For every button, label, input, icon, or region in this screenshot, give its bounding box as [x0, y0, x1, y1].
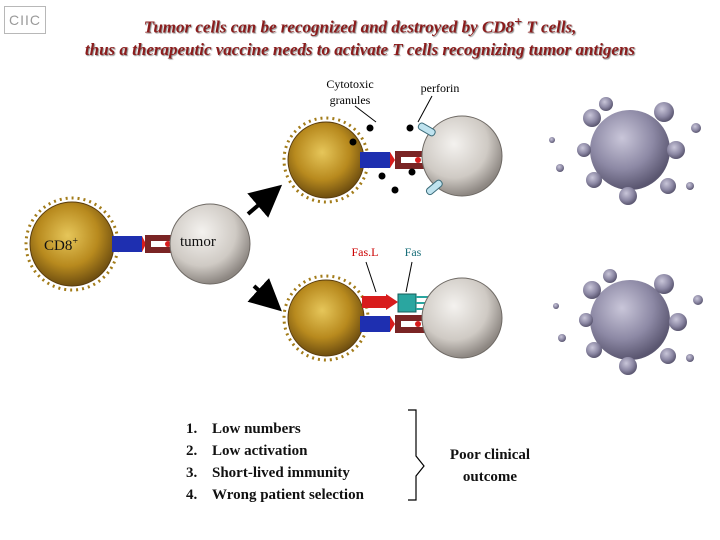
list-number: 3. [186, 465, 198, 481]
cd8-t-cell-bottom [282, 274, 370, 362]
arrow-up [246, 184, 283, 218]
fasl-label: Fas.L [351, 245, 379, 259]
tumor-cell-top [421, 115, 503, 197]
outcome-line-2: outcome [462, 469, 518, 485]
title-line-1-text: Tumor cells can be recognized and destro… [143, 17, 515, 37]
tcr-receptor-left [112, 236, 146, 252]
perforin-pointer [417, 95, 433, 123]
dying-tumor-cell-top [549, 97, 701, 205]
list-item: 1. Low numbers [186, 418, 364, 440]
cd8-label-superscript: + [72, 236, 78, 247]
arrow-down [247, 278, 282, 312]
cd8-t-cell-top [282, 116, 370, 204]
cytotoxic-label-line-1: Cytotoxic [326, 77, 374, 91]
ciic-logo: CIIC [4, 6, 46, 34]
cytotoxic-granules-label: Cytotoxic granules [318, 76, 382, 108]
list-text: Short-lived immunity [212, 465, 350, 481]
title-line-1-end: T cells, [522, 17, 577, 37]
tumor-cell-bottom [421, 277, 503, 359]
list-text: Low numbers [212, 421, 301, 437]
list-text: Low activation [212, 443, 308, 459]
list-item: 4. Wrong patient selection [186, 484, 364, 506]
cytotoxic-granules [349, 124, 416, 194]
list-item: 3. Short-lived immunity [186, 462, 364, 484]
list-number: 1. [186, 421, 198, 437]
problems-bracket [408, 409, 425, 501]
list-item: 2. Low activation [186, 440, 364, 462]
poor-outcome-label: Poor clinical outcome [430, 444, 550, 488]
outcome-line-1: Poor clinical [449, 447, 531, 463]
tcr-receptor-bottom [360, 316, 395, 332]
fas-label: Fas [404, 245, 422, 259]
fas-pointer [405, 261, 413, 293]
granules-pointer [354, 105, 377, 123]
mhc-molecule-left [145, 235, 178, 253]
fas-ligand [362, 294, 398, 310]
cd8-label-text: CD8 [44, 238, 73, 254]
tcr-receptor-top [360, 152, 395, 168]
cytotoxic-label-line-2: granules [329, 93, 371, 107]
title-line-2: thus a therapeutic vaccine needs to acti… [84, 40, 636, 59]
mhc-molecule-top [395, 151, 428, 169]
list-number: 4. [186, 487, 198, 503]
cd8-label: CD8+ [44, 236, 78, 255]
perforin-label: perforin [420, 81, 460, 95]
mhc-molecule-bottom [395, 315, 428, 333]
title-line-1: Tumor cells can be recognized and destro… [0, 14, 720, 38]
list-text: Wrong patient selection [212, 487, 364, 503]
dying-tumor-cell-bottom [553, 269, 703, 375]
fasl-pointer [365, 261, 377, 293]
perforin-molecules [417, 122, 443, 196]
title-superscript: + [514, 14, 523, 30]
tumor-label: tumor [180, 234, 216, 250]
list-number: 2. [186, 443, 198, 459]
tumor-cell-left [169, 203, 251, 285]
limitations-list: 1. Low numbers 2. Low activation 3. Short-l… [186, 418, 364, 506]
